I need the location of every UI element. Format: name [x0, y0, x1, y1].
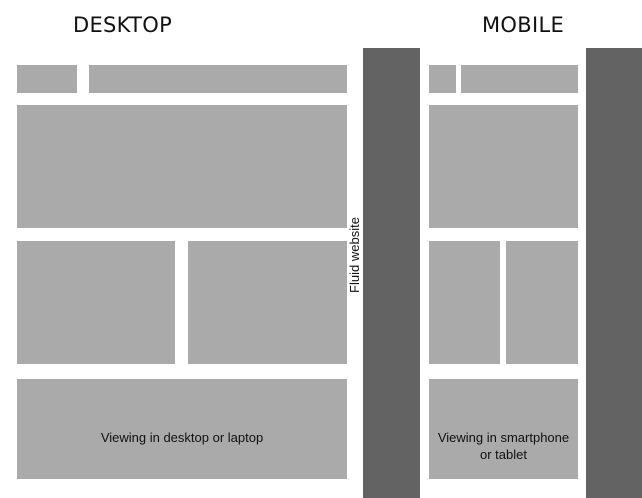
fluid-website-label: Fluid website	[347, 217, 362, 293]
fluid-bar-left	[363, 48, 420, 498]
desktop-nav-block	[89, 65, 347, 93]
desktop-heading: DESKTOP	[73, 13, 173, 37]
desktop-column-right	[188, 241, 347, 364]
mobile-footer-block: Viewing in smartphone or tablet	[429, 379, 578, 479]
mobile-caption-line2: or tablet	[480, 447, 527, 462]
fluid-bar-right	[586, 48, 642, 498]
mobile-hero-block	[429, 105, 578, 228]
mobile-column-left	[429, 241, 500, 364]
mobile-heading: MOBILE	[482, 13, 565, 37]
desktop-footer-block: Viewing in desktop or laptop	[17, 379, 347, 479]
mobile-logo-block	[429, 65, 456, 93]
desktop-logo-block	[17, 65, 77, 93]
mobile-caption-line1: Viewing in smartphone	[437, 430, 570, 445]
mobile-column-right	[506, 241, 578, 364]
desktop-column-left	[17, 241, 175, 364]
mobile-nav-block	[461, 65, 578, 93]
desktop-hero-block	[17, 105, 347, 228]
desktop-caption: Viewing in desktop or laptop	[100, 429, 264, 445]
